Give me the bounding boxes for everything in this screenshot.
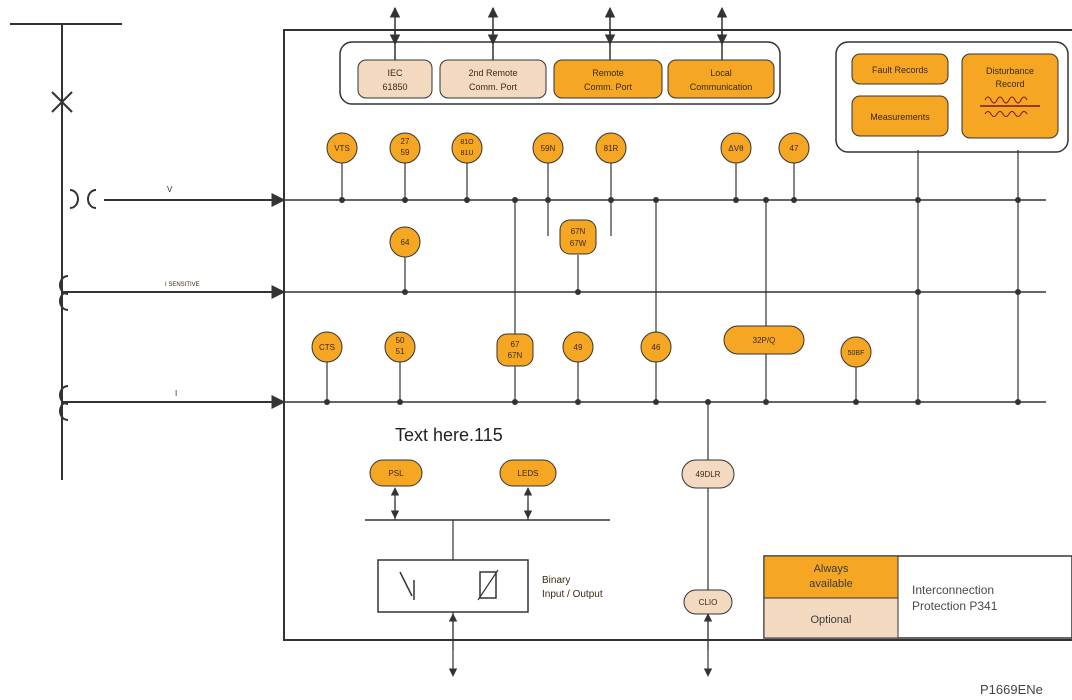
svg-text:67W: 67W [570,239,587,248]
svg-text:67N: 67N [508,351,523,360]
input-lines [62,193,286,409]
fn-46: 46 [640,331,672,363]
binary-io-line1: Binary [542,575,570,586]
svg-text:59: 59 [401,148,410,157]
svg-text:CLIO: CLIO [699,598,718,607]
psl-leds-connectors [365,487,713,677]
relay-boundary [283,29,1072,641]
fn-leds: LEDS [499,459,557,487]
comm-iec61850: IEC 61850 [357,59,433,99]
fault-records: Fault Records [851,53,949,85]
junction-dots [324,197,1021,405]
svg-text:ΔVθ: ΔVθ [728,144,744,153]
measurements: Measurements [851,95,949,137]
fn-delta-v-theta: ΔVθ [720,132,752,164]
comm-local: Local Communication [667,59,775,99]
voltage-transformer-icon [69,189,97,209]
fn-32p-q: 32P/Q [723,325,805,355]
fn-59n: 59N [532,132,564,164]
comms-group [339,41,781,105]
svg-text:67N: 67N [571,227,586,236]
legend: Always available Optional Interconnectio… [763,555,1072,639]
svg-text:47: 47 [790,144,799,153]
legend-always-line1: Always [814,563,849,575]
binary-io-block [377,559,529,613]
comm-local-line1: Local [710,68,732,78]
disturbance-record: Disturbance Record [961,53,1059,139]
svg-text:VTS: VTS [334,144,350,153]
function-connectors [326,150,1019,590]
binary-io-line2: Input / Output [542,589,603,600]
disturbance-line2: Record [995,79,1024,89]
svg-text:46: 46 [652,343,661,352]
comm-remote-line1: Remote [592,68,624,78]
comm-remote2-line2: Comm. Port [469,82,518,92]
comm-iec-line2: 61850 [382,82,407,92]
svg-text:CTS: CTS [319,343,335,352]
switch-icon [399,571,413,597]
comm-iec-line1: IEC [387,68,403,78]
fn-81o-81u: 81O 81U [451,132,483,164]
legend-always-line2: available [809,578,852,590]
comm-remote-line2: Comm. Port [584,82,633,92]
svg-text:67: 67 [511,340,520,349]
comm-local-line2: Communication [690,82,753,92]
svg-text:32P/Q: 32P/Q [753,336,776,345]
signal-isensitive-label: I SENSITIVE [165,282,200,288]
svg-text:81R: 81R [604,144,619,153]
signal-v-label: V [167,185,173,194]
signal-i-label: I [175,389,177,398]
fn-49dlr: 49DLR [681,459,735,489]
fault-records-label: Fault Records [872,65,929,75]
coil-icon [479,571,497,599]
fn-81r: 81R [595,132,627,164]
fn-clio: CLIO [683,589,733,615]
legend-optional: Optional [811,614,852,626]
svg-text:51: 51 [396,347,405,356]
fn-50bf: 50BF [840,336,872,368]
records-group [835,41,1069,153]
svg-text:27: 27 [401,137,410,146]
svg-text:59N: 59N [541,144,556,153]
fn-64: 64 [389,226,421,258]
svg-text:49: 49 [574,343,583,352]
comm-remote-port: Remote Comm. Port [553,59,663,99]
comms-arrows [389,6,728,60]
comm-2nd-remote-port: 2nd Remote Comm. Port [439,59,547,99]
svg-text:LEDS: LEDS [518,469,539,478]
comm-remote2-line1: 2nd Remote [468,68,517,78]
disturbance-line1: Disturbance [986,66,1034,76]
fn-cts: CTS [311,331,343,363]
svg-text:50BF: 50BF [848,350,865,357]
fn-47: 47 [778,132,810,164]
svg-text:64: 64 [401,238,410,247]
fn-vts: VTS [326,132,358,164]
svg-text:49DLR: 49DLR [696,470,721,479]
placeholder-note: Text here.115 [395,425,503,445]
fn-psl: PSL [369,459,423,487]
svg-text:PSL: PSL [388,469,404,478]
svg-text:81U: 81U [461,150,474,157]
measurements-label: Measurements [870,112,930,122]
busbar-and-breaker [10,23,122,480]
fn-49: 49 [562,331,594,363]
product-line1: Interconnection [912,583,994,597]
svg-text:50: 50 [396,336,405,345]
svg-text:81O: 81O [460,139,474,146]
product-line2: Protection P341 [912,599,998,613]
waveform-icon [984,96,1028,104]
figure-reference: P1669ENe [980,682,1043,697]
